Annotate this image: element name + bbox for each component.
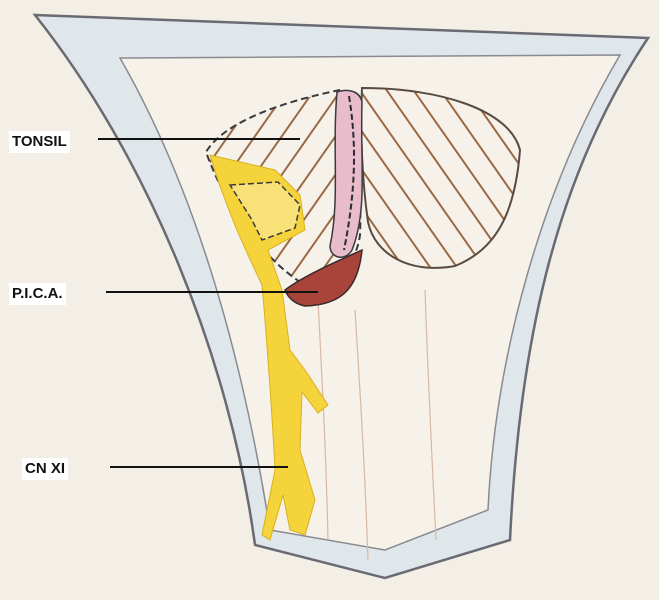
tonsil-label: TONSIL — [9, 131, 70, 153]
pica-label: P.I.C.A. — [9, 283, 66, 305]
cn-xi-label: CN XI — [22, 458, 68, 480]
